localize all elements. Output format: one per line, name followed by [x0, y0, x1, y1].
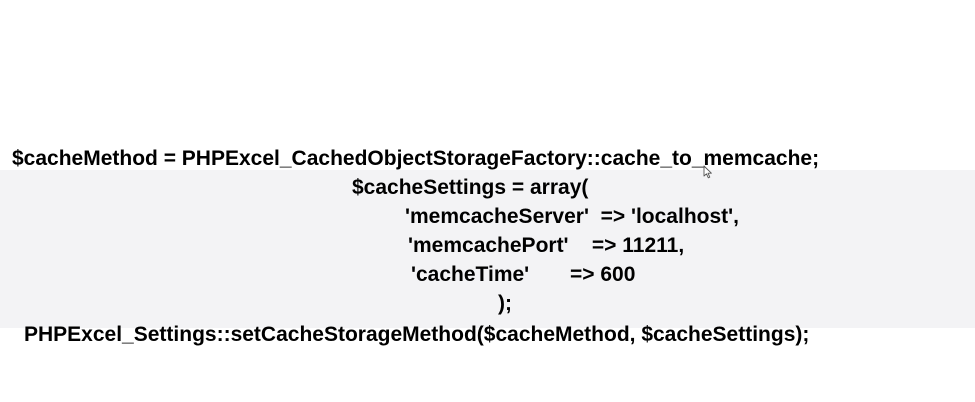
- code-background-band: [0, 170, 975, 328]
- code-line-set-storage-method: PHPExcel_Settings::setCacheStorageMethod…: [24, 323, 810, 346]
- code-line-memcache-port: 'memcachePort' => 11211,: [408, 234, 685, 257]
- code-line-cache-time: 'cacheTime' => 600: [411, 263, 636, 286]
- mouse-pointer-icon: [703, 165, 712, 179]
- code-line-cache-method: $cacheMethod = PHPExcel_CachedObjectStor…: [12, 147, 820, 170]
- code-line-memcache-server: 'memcacheServer' => 'localhost',: [405, 205, 739, 228]
- code-line-cache-settings: $cacheSettings = array(: [352, 176, 589, 199]
- code-line-array-close: );: [498, 292, 512, 315]
